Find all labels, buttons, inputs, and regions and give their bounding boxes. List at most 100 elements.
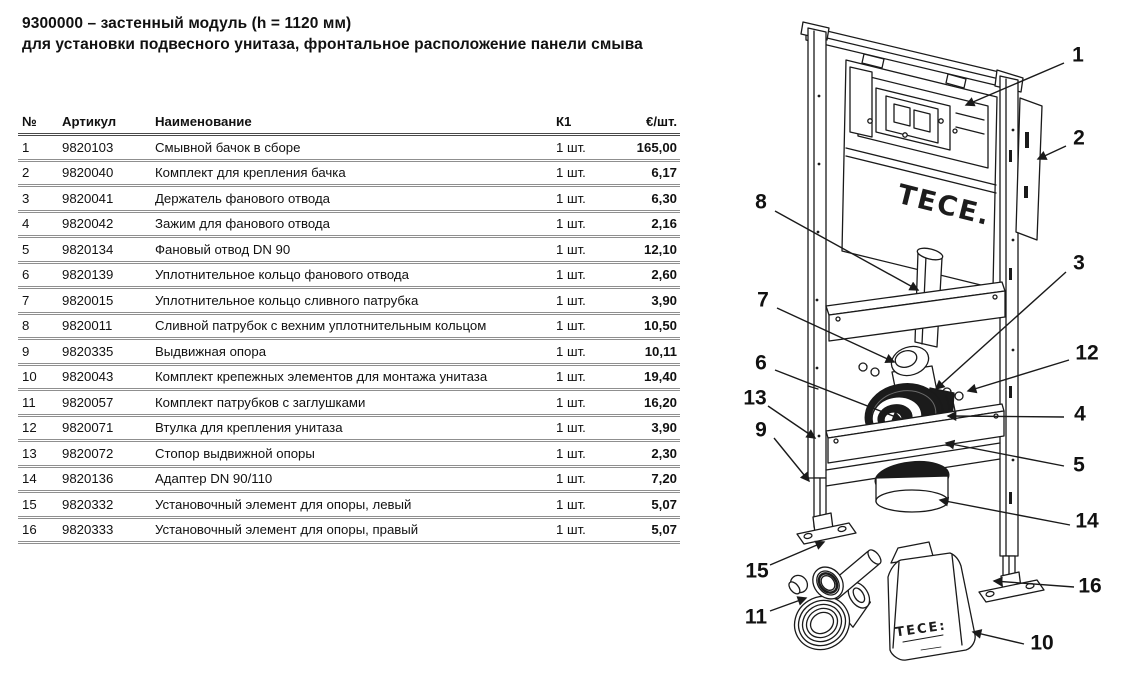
callout-number-15: 15 bbox=[745, 560, 769, 583]
table-row: 4 9820042 Зажим для фанового отвода 1 шт… bbox=[18, 213, 680, 238]
cell-price: 3,90 bbox=[651, 292, 677, 308]
tece-bag-label: TECE: bbox=[895, 618, 948, 640]
cell-name: Уплотнительное кольцо фанового отвода bbox=[155, 267, 409, 283]
callout-leader-15 bbox=[769, 540, 826, 566]
cell-name: Втулка для крепления унитаза bbox=[155, 420, 343, 436]
page-title: 9300000 – застенный модуль (h = 1120 мм) bbox=[22, 15, 352, 32]
cell-article: 9820015 bbox=[62, 292, 114, 308]
cell-k1: 1 шт. bbox=[556, 394, 586, 410]
callout-number-6: 6 bbox=[755, 352, 767, 375]
table-row: 14 9820136 Адаптер DN 90/110 1 шт. 7,20 bbox=[18, 468, 680, 493]
cell-name: Адаптер DN 90/110 bbox=[155, 471, 273, 487]
callout-number-1: 1 bbox=[1072, 44, 1084, 67]
cistern: TECE. bbox=[841, 59, 998, 289]
cell-price: 6,30 bbox=[651, 190, 677, 206]
table-row: 5 9820134 Фановый отвод DN 90 1 шт. 12,1… bbox=[18, 238, 680, 264]
cell-k1: 1 шт. bbox=[556, 445, 586, 461]
fitting-set bbox=[788, 549, 882, 651]
cell-k1: 1 шт. bbox=[556, 496, 586, 512]
cell-price: 2,16 bbox=[651, 216, 677, 232]
table-row: 16 9820333 Установочный элемент для опор… bbox=[18, 519, 680, 544]
callout-leader-4 bbox=[946, 411, 1065, 421]
cell-name: Смывной бачок в сборе bbox=[155, 139, 301, 155]
table-row: 3 9820041 Держатель фанового отвода 1 шт… bbox=[18, 187, 680, 213]
lower-crossbar bbox=[825, 403, 1005, 487]
cell-article: 9820071 bbox=[62, 420, 114, 436]
callout-number-14: 14 bbox=[1075, 510, 1099, 533]
cell-price: 10,11 bbox=[644, 343, 677, 359]
table-row: 11 9820057 Комплект патрубков с заглушка… bbox=[18, 391, 680, 417]
cell-article: 9820042 bbox=[62, 216, 114, 232]
callout-number-13: 13 bbox=[743, 387, 766, 410]
title-block: 9300000 – застенный модуль (h = 1120 мм)… bbox=[22, 13, 722, 55]
cell-article: 9820011 bbox=[62, 318, 113, 334]
table-row: 7 9820015 Уплотнительное кольцо сливного… bbox=[18, 289, 680, 315]
tece-bag: TECE: bbox=[887, 541, 976, 661]
cell-name: Стопор выдвижной опоры bbox=[155, 445, 315, 461]
parts-table-header-row: № Артикул Наименование К1 €/шт. bbox=[18, 110, 680, 136]
table-row: 12 9820071 Втулка для крепления унитаза … bbox=[18, 417, 680, 442]
cell-name: Установочный элемент для опоры, левый bbox=[155, 496, 412, 512]
cell-k1: 1 шт. bbox=[556, 318, 586, 334]
cell-article: 9820332 bbox=[62, 496, 114, 512]
table-row: 10 9820043 Комплект крепежных элементов … bbox=[18, 366, 680, 391]
callout-leader-13 bbox=[767, 405, 817, 439]
cell-k1: 1 шт. bbox=[556, 420, 586, 436]
callout-leader-7 bbox=[776, 307, 896, 363]
cell-price: 5,07 bbox=[651, 496, 677, 512]
cell-name: Фановый отвод DN 90 bbox=[155, 241, 291, 257]
callout-leader-14 bbox=[938, 496, 1071, 526]
cell-price: 16,20 bbox=[643, 394, 677, 410]
cell-k1: 1 шт. bbox=[556, 522, 586, 538]
cell-num: 7 bbox=[22, 292, 30, 308]
right-leg bbox=[978, 555, 1045, 603]
cell-num: 1 bbox=[22, 139, 30, 155]
frame-left-rail bbox=[807, 27, 827, 479]
header-num: № bbox=[22, 114, 37, 129]
cell-num: 2 bbox=[22, 165, 30, 181]
cell-name: Выдвижная опора bbox=[155, 343, 267, 359]
callout-number-7: 7 bbox=[757, 289, 769, 312]
cell-name: Комплект для крепления бачка bbox=[155, 165, 346, 181]
callout-leader-8 bbox=[774, 210, 920, 291]
callout-number-11: 11 bbox=[745, 606, 768, 629]
header-k1: К1 bbox=[556, 114, 572, 129]
table-row: 13 9820072 Стопор выдвижной опоры 1 шт. … bbox=[18, 442, 680, 468]
cell-price: 10,50 bbox=[643, 318, 677, 334]
cell-num: 6 bbox=[22, 267, 30, 283]
callout-leader-16 bbox=[992, 576, 1075, 588]
cell-article: 9820103 bbox=[62, 139, 114, 155]
table-row: 2 9820040 Комплект для крепления бачка 1… bbox=[18, 162, 680, 187]
page-subtitle: для установки подвесного унитаза, фронта… bbox=[22, 36, 643, 53]
callout-number-8: 8 bbox=[755, 191, 767, 214]
cell-k1: 1 шт. bbox=[556, 190, 586, 206]
cell-name: Зажим для фанового отвода bbox=[155, 216, 330, 232]
cell-price: 3,90 bbox=[651, 420, 677, 436]
parts-table-body: 1 9820103 Смывной бачок в сборе 1 шт. 16… bbox=[18, 136, 680, 544]
cell-num: 13 bbox=[22, 445, 37, 461]
cell-k1: 1 шт. bbox=[556, 292, 586, 308]
cell-price: 5,07 bbox=[651, 522, 677, 538]
upper-crossbar bbox=[825, 281, 1006, 401]
installation-module-diagram: TECE. bbox=[743, 21, 1102, 661]
cell-price: 2,30 bbox=[651, 445, 677, 461]
table-row: 6 9820139 Уплотнительное кольцо фанового… bbox=[18, 264, 680, 289]
callout-leader-10 bbox=[971, 629, 1025, 645]
cell-price: 19,40 bbox=[643, 369, 677, 385]
cell-num: 16 bbox=[22, 522, 37, 538]
cell-name: Уплотнительное кольцо сливного патрубка bbox=[155, 292, 419, 308]
cell-num: 10 bbox=[22, 369, 37, 385]
header-price: €/шт. bbox=[646, 114, 677, 129]
callout-leader-11 bbox=[769, 596, 808, 612]
callout-number-9: 9 bbox=[755, 419, 767, 442]
parts-table: № Артикул Наименование К1 €/шт. 1 982010… bbox=[18, 110, 680, 544]
cell-article: 9820072 bbox=[62, 445, 114, 461]
cell-k1: 1 шт. bbox=[556, 165, 586, 181]
cell-num: 8 bbox=[22, 318, 30, 334]
cell-name: Комплект патрубков с заглушками bbox=[155, 394, 366, 410]
cell-price: 7,20 bbox=[651, 471, 677, 487]
table-row: 9 9820335 Выдвижная опора 1 шт. 10,11 bbox=[18, 340, 680, 366]
callout-number-5: 5 bbox=[1073, 454, 1085, 477]
cell-k1: 1 шт. bbox=[556, 343, 586, 359]
cell-num: 3 bbox=[22, 190, 30, 206]
